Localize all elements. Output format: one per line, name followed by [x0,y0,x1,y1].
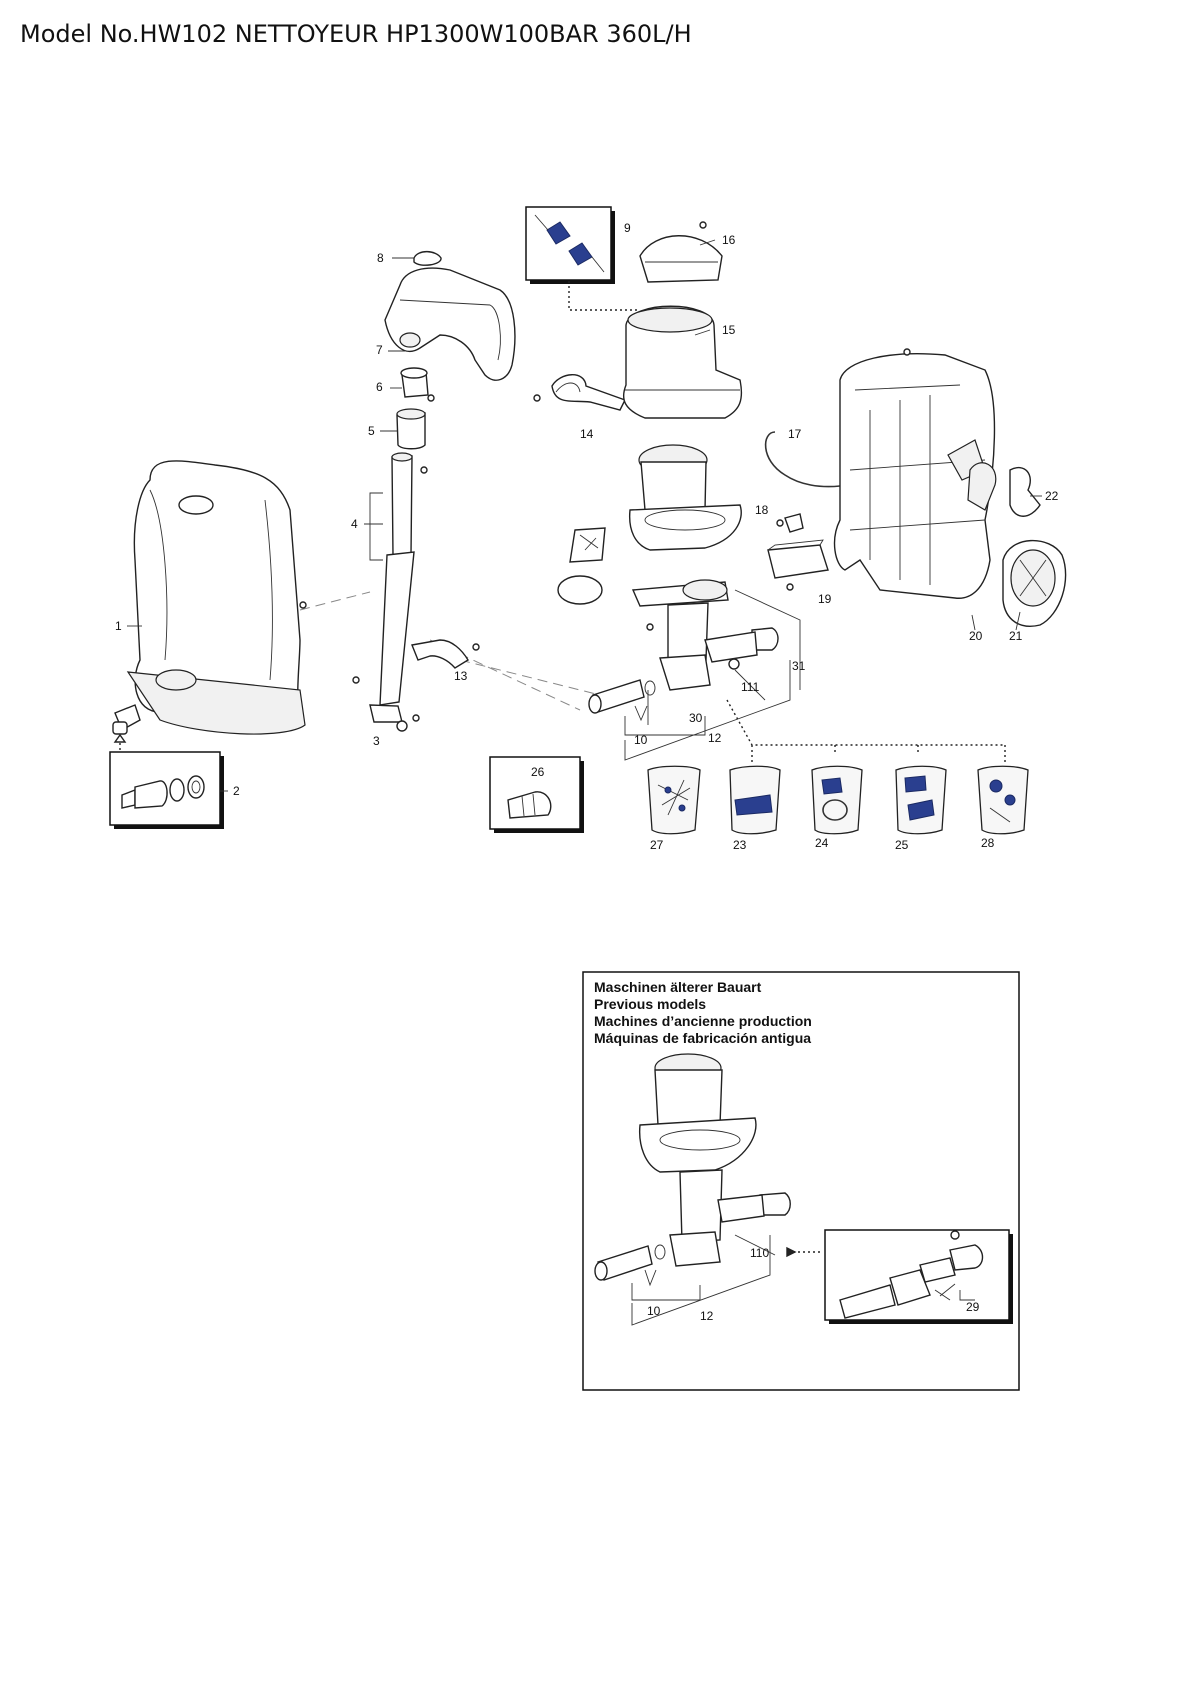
part-clip [400,367,435,402]
part-number-18: 18 [755,503,769,517]
part-handle [384,267,516,381]
part-number-5: 5 [368,424,375,438]
part-number-9: 9 [624,221,631,235]
label-leaders [127,239,1042,792]
part-cable [764,431,841,488]
kit-bag-23 [729,765,781,835]
previous-models-heading-de: Maschinen älterer Bauart [594,979,762,995]
part-number-31: 31 [792,659,806,673]
part-bracket [411,639,480,669]
previous-models-box: Maschinen älterer Bauart Previous models… [582,971,1020,1391]
part-number-24: 24 [815,836,829,850]
part-number-23: 23 [733,838,747,852]
kit-bag-28 [977,765,1029,835]
part-motor-cover [639,221,723,283]
part-piston [588,679,656,722]
part-number-1: 1 [115,619,122,633]
part-reference-brackets [624,589,1006,765]
part-number-111: 111 [741,680,760,694]
previous-models-heading-fr: Machines d’ancienne production [594,1013,812,1029]
part-number-4: 4 [351,517,358,531]
part-number-28: 28 [981,836,995,850]
part-side-latch [1009,466,1041,517]
part-number-13: 13 [454,669,468,683]
part-side-bracket [533,374,626,411]
part-number-10: 10 [634,733,648,747]
previous-part-number-110: 110 [750,1246,769,1260]
part-foot [352,676,420,732]
assembly-guide-lines [299,591,621,711]
previous-part-number-12: 12 [700,1309,714,1323]
part-cap [413,250,442,266]
part-capacitor [767,539,829,591]
kit-bag-24 [811,765,863,835]
part-number-26: 26 [531,765,545,779]
part-coupling-inlet [112,704,141,750]
part-small-clip [776,513,804,533]
part-seal-pack [557,527,606,605]
part-sleeve [396,408,426,450]
part-nut-box [489,756,584,833]
part-number-25: 25 [895,838,909,852]
kit-bag-27 [647,765,701,835]
part-number-30: 30 [689,711,703,725]
kit-bag-25 [895,765,947,835]
part-number-27: 27 [650,838,664,852]
part-brushes-box [525,206,640,311]
part-number-15: 15 [722,323,736,337]
previous-part-number-29: 29 [966,1300,980,1314]
part-tube [369,452,428,706]
part-number-22: 22 [1045,489,1059,503]
part-motor-housing [622,305,743,419]
part-number-labels: 1 2 3 4 5 6 7 8 9 10 12 13 14 15 16 17 1… [115,221,1059,1323]
part-hose-reel [1002,539,1067,627]
part-number-14: 14 [580,427,594,441]
part-number-21: 21 [1009,629,1023,643]
previous-models-heading-en: Previous models [594,996,706,1012]
part-number-12: 12 [708,731,722,745]
part-number-3: 3 [373,734,380,748]
part-number-19: 19 [818,592,832,606]
page-title: Model No.HW102 NETTOYEUR HP1300W100BAR 3… [20,20,692,48]
part-pump-motor [628,444,779,691]
part-number-16: 16 [722,233,736,247]
part-housing [126,460,307,735]
part-chassis [833,348,997,599]
part-number-8: 8 [377,251,384,265]
part-number-17: 17 [788,427,802,441]
previous-models-heading-es: Máquinas de fabricación antigua [594,1030,811,1046]
part-number-2: 2 [233,784,240,798]
previous-part-number-10: 10 [647,1304,661,1318]
part-coupling-box [109,751,224,829]
part-number-20: 20 [969,629,983,643]
part-number-6: 6 [376,380,383,394]
part-number-7: 7 [376,343,383,357]
